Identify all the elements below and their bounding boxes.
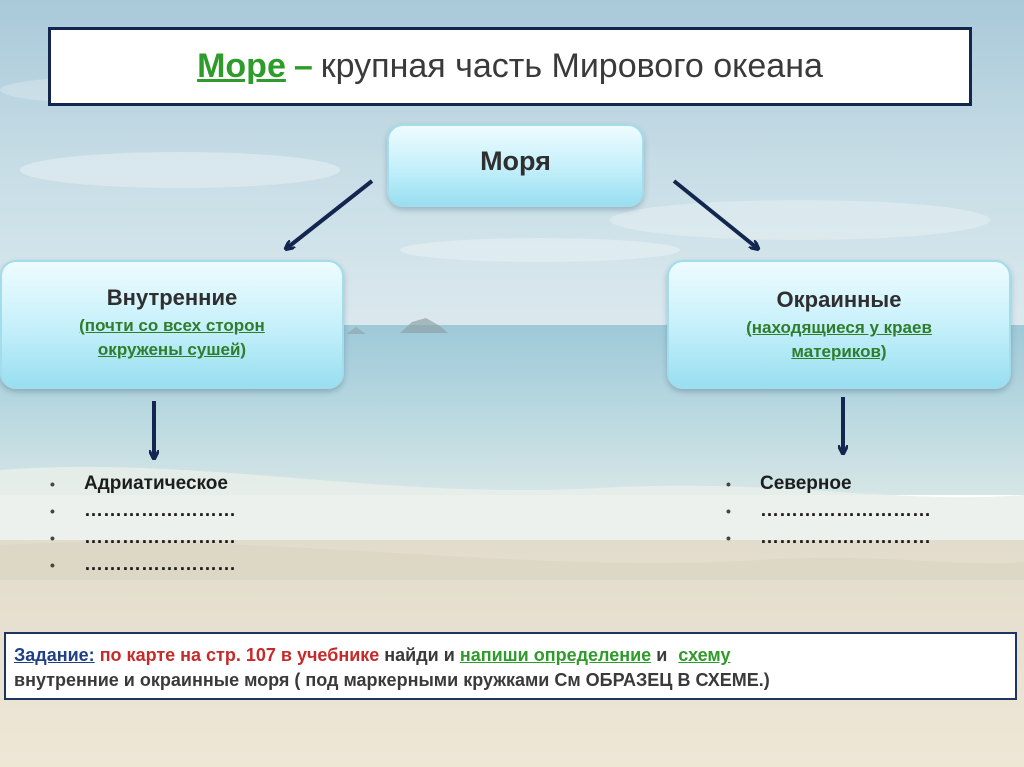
arrow-to-marginal [672, 179, 757, 248]
title-dash: – [293, 47, 313, 85]
marginal-seas-list: • Северное • ……………………… • ……………………… [726, 470, 931, 551]
title-definition: крупная часть Мирового океана [320, 47, 823, 85]
list-item: • Северное [726, 470, 931, 497]
list-item-blank[interactable]: ……………………… [760, 527, 931, 548]
list-item: • Адриатическое [50, 470, 236, 497]
inner-seas-list: • Адриатическое • …………………… • …………………… • …………… [50, 470, 236, 578]
task-part-3: напиши определение [459, 645, 652, 665]
title-term: Море [197, 47, 286, 85]
task-part-5: схему [678, 645, 731, 665]
marginal-seas-title: Окраинные [776, 287, 902, 312]
inner-seas-title: Внутренние [106, 285, 238, 310]
marginal-seas-note-line1: (находящиеся у краев [746, 318, 932, 337]
task-part-4: и [656, 645, 668, 665]
bullet-icon: • [50, 476, 55, 492]
task-line-2: внутренние и окраинные моря ( под маркер… [14, 670, 770, 690]
list-item-text: Северное [760, 473, 852, 494]
bullet-icon: • [50, 530, 55, 546]
inner-seas-note-line2: окружены сушей) [97, 340, 247, 359]
bullet-icon: • [726, 530, 731, 546]
bullet-icon: • [50, 557, 55, 573]
arrow-to-inner [287, 179, 374, 248]
root-node-label: Моря [480, 146, 551, 176]
marginal-seas-node: Окраинные (находящиеся у краев материков… [667, 260, 1011, 389]
task-label: Задание: [14, 645, 95, 665]
bullet-icon: • [50, 503, 55, 519]
list-item: • …………………… [50, 497, 236, 524]
task-line-1: Задание: по карте на стр. 107 в учебнике… [14, 643, 1015, 668]
list-item-blank[interactable]: …………………… [84, 527, 236, 548]
list-item: • …………………… [50, 551, 236, 578]
title-banner: Море – крупная часть Мирового океана [48, 27, 972, 106]
root-node-seas: Моря [387, 124, 644, 207]
list-item-blank[interactable]: ……………………… [760, 500, 931, 521]
bullet-icon: • [726, 476, 731, 492]
bullet-icon: • [726, 503, 731, 519]
list-item-blank[interactable]: …………………… [84, 554, 236, 575]
list-item-blank[interactable]: …………………… [84, 500, 236, 521]
list-item: • ……………………… [726, 524, 931, 551]
inner-seas-node: Внутренние (почти со всех сторон окружен… [0, 260, 344, 389]
inner-seas-note-line1: (почти со всех сторон [79, 316, 265, 335]
list-item: • ……………………… [726, 497, 931, 524]
list-item: • …………………… [50, 524, 236, 551]
marginal-seas-note-line2: материков) [791, 342, 887, 361]
task-part-2: найди и [384, 645, 455, 665]
task-box: Задание: по карте на стр. 107 в учебнике… [4, 632, 1017, 700]
list-item-text: Адриатическое [84, 473, 228, 494]
task-part-1: по карте на стр. 107 в учебнике [99, 645, 380, 665]
